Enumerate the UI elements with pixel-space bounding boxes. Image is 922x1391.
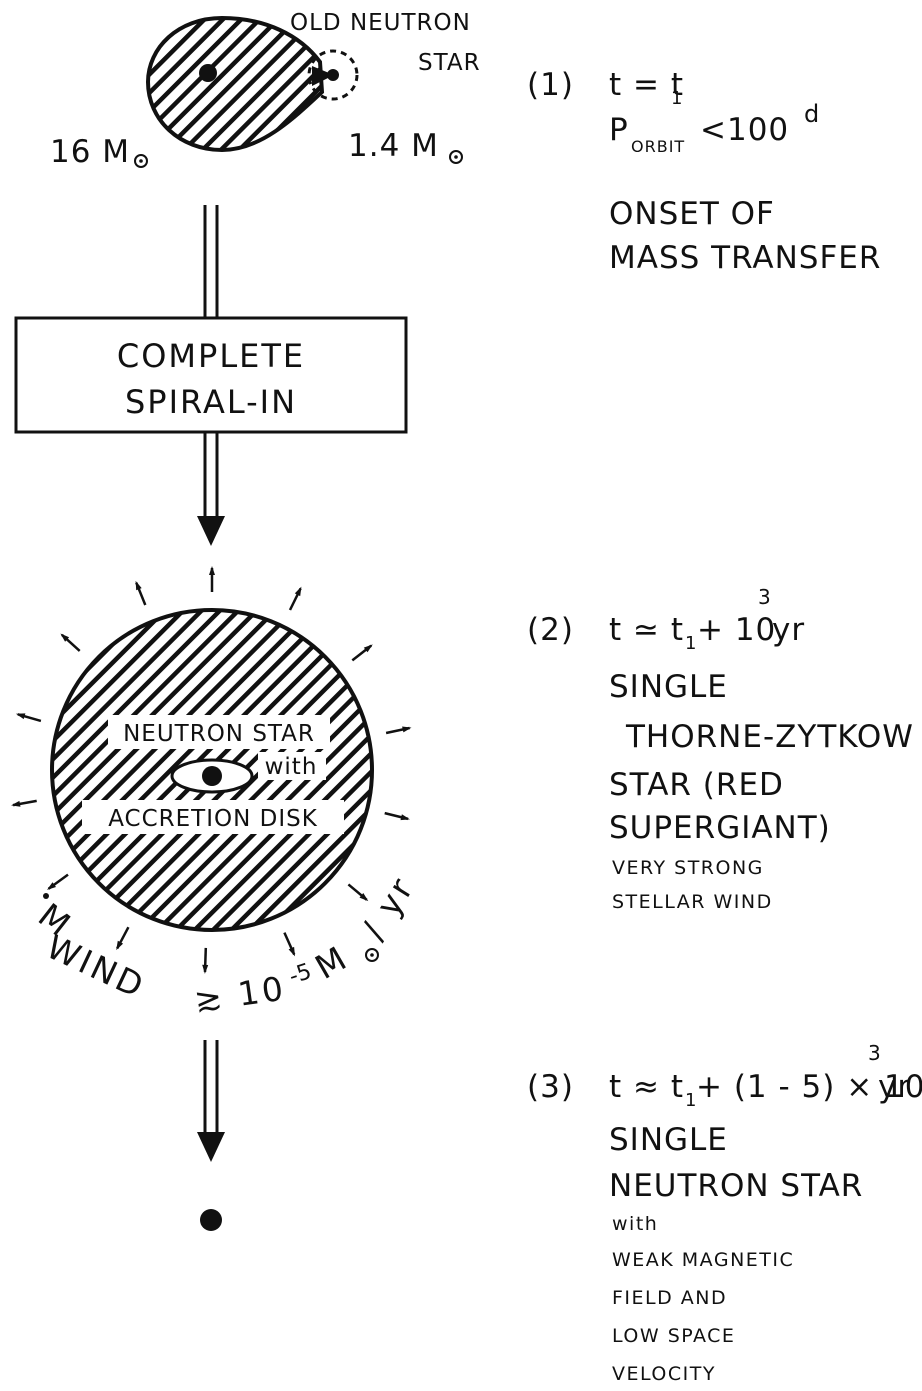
stage-3-note-2: WEAK MAGNETIC — [612, 1249, 794, 1271]
wind-arrowhead-icon — [135, 580, 142, 591]
complete-spiral-in-box: COMPLETE SPIRAL-IN — [14, 316, 408, 434]
stellar-wind-marks — [11, 566, 412, 974]
stage-3-note-1: with — [612, 1213, 658, 1235]
primary-mass-label: 16 M — [50, 134, 130, 170]
spiral-in-line-2: SPIRAL-IN — [125, 383, 297, 421]
stage-1-number: (1) — [527, 67, 574, 103]
stage-3-time-rest: + (1 - 5) × 10 — [696, 1069, 922, 1105]
final-neutron-star-dot — [200, 1209, 222, 1231]
primary-star-core — [199, 64, 217, 82]
neutron-star-mass-label: 1.4 M — [348, 128, 439, 164]
wind-arrowhead-icon — [363, 644, 373, 653]
wind-rate-exponent: -5 — [286, 959, 315, 990]
stage-1-desc-1: ONSET OF — [609, 196, 775, 232]
solar-symbol-dot-icon — [139, 159, 143, 163]
inner-label-2: with — [265, 754, 318, 780]
stage-3-note-3: FIELD AND — [612, 1287, 727, 1309]
stage-3-time-subscript: 1 — [685, 1090, 696, 1111]
wind-arrowhead-icon — [359, 893, 369, 902]
stage-1-desc-2: MASS TRANSFER — [609, 240, 881, 276]
inner-label-1: NEUTRON STAR — [123, 721, 315, 747]
wind-arrowhead-icon — [402, 726, 412, 733]
stage-2-desc-2: THORNE-ZYTKOW — [625, 719, 914, 755]
stage-2-thorne-zytkow: NEUTRON STAR with ACCRETION DISK M WIND … — [11, 566, 914, 1020]
wind-arrowhead-icon — [288, 946, 295, 957]
stage-2-desc-1: SINGLE — [609, 669, 728, 705]
wind-rate: ≳ 10 — [192, 968, 289, 1019]
old-neutron-star-label-2: STAR — [418, 50, 481, 76]
stage-2-time-rest: + 10 — [697, 612, 776, 648]
stage-1-binary: OLD NEUTRON STAR 16 M 1.4 M (1) t = t 1 … — [50, 10, 881, 276]
stage-2-time: t ≃ t — [609, 612, 684, 648]
stage-3-desc-1: SINGLE — [609, 1122, 728, 1158]
wind-arrowhead-icon — [116, 940, 124, 951]
stage-3-time: t ≈ t — [609, 1069, 684, 1105]
transition-arrow-2 — [197, 432, 225, 546]
solar-symbol-dot-icon — [454, 155, 458, 159]
transition-arrow-3 — [197, 1040, 225, 1162]
solar-symbol-dot-icon — [370, 953, 374, 957]
wind-arrowhead-icon — [15, 713, 26, 720]
mass-transfer-stream — [312, 66, 334, 86]
solar-symbol-icon — [365, 948, 379, 962]
stage-1-time-subscript: 1 — [671, 88, 682, 109]
orbit-period-p: P — [609, 112, 629, 148]
stage-2-note-2: STELLAR WIND — [612, 891, 773, 913]
roche-lobe-primary-star — [145, 15, 325, 153]
wind-arrowhead-icon — [60, 633, 70, 642]
wind-arrowhead-icon — [294, 586, 302, 597]
solar-symbol-icon — [449, 150, 463, 164]
stage-3-note-5: VELOCITY — [612, 1363, 716, 1385]
wind-arrowhead-icon — [202, 964, 209, 974]
wind-arrowhead-icon — [400, 814, 410, 821]
stage-2-time-subscript: 1 — [685, 633, 696, 654]
old-neutron-star-label-1: OLD NEUTRON — [290, 10, 471, 36]
wind-arrowhead-icon — [209, 566, 215, 575]
neutron-star-roche-lobe — [307, 49, 359, 101]
stage-3-note-4: LOW SPACE — [612, 1325, 735, 1347]
wind-label: WIND — [41, 927, 152, 1006]
wind-arrowhead-icon — [47, 882, 56, 890]
orbit-period-value: <100 — [700, 112, 789, 148]
inner-label-3: ACCRETION DISK — [108, 806, 318, 832]
orbit-period-subscript: ORBIT — [631, 137, 685, 156]
stage-3-desc-2: NEUTRON STAR — [609, 1168, 863, 1204]
orbit-period-unit: d — [804, 100, 819, 128]
old-neutron-star-dot — [327, 69, 339, 81]
stage-2-number: (2) — [527, 612, 574, 648]
stage-3-neutron-star: (3) t ≈ t 1 + (1 - 5) × 10 3 yr SINGLE N… — [200, 1041, 922, 1385]
stage-3-number: (3) — [527, 1069, 574, 1105]
transition-arrow-1 — [203, 205, 219, 318]
stage-2-desc-3: STAR (RED — [609, 767, 784, 803]
stage-3-time-superscript: 3 — [868, 1041, 881, 1065]
solar-symbol-icon — [134, 154, 148, 168]
stage-2-time-unit: yr — [772, 612, 805, 648]
stage-2-desc-4: SUPERGIANT) — [609, 810, 831, 846]
stage-2-time-superscript: 3 — [758, 585, 771, 609]
wind-arrowhead-icon — [11, 800, 21, 807]
wind-per-year: / yr — [354, 869, 422, 946]
wind-unit-m: M — [309, 937, 356, 987]
stage-1-time: t = t — [609, 67, 684, 103]
spiral-in-line-1: COMPLETE — [117, 337, 305, 375]
stage-3-time-unit: yr — [878, 1069, 911, 1105]
stage-2-note-1: VERY STRONG — [612, 857, 764, 879]
mdot-dot-icon — [43, 893, 49, 899]
neutron-star-core — [202, 766, 222, 786]
